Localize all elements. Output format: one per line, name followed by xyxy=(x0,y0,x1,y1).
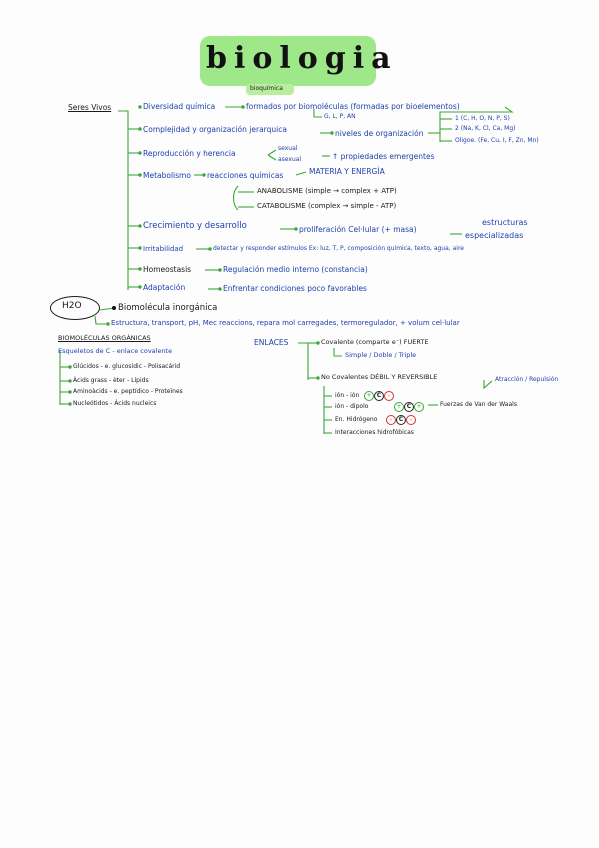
reacciones-quimicas: reacciones químicas xyxy=(207,171,284,180)
esqueletos-carbono: Esqueletos de C - enlace covalente xyxy=(58,347,173,355)
diversidad-quimica: Diversidad química xyxy=(143,102,216,111)
subtitle-highlight xyxy=(246,84,294,95)
enlace-covalente: Covalente (comparte e⁻) FUERTE xyxy=(321,338,429,346)
organica-item-acidos-grasos: Àcids grass - èter - Lípids xyxy=(73,377,149,384)
positive-charge-icon: + xyxy=(394,402,404,412)
page-title: biologia xyxy=(206,41,398,76)
adaptacion: Adaptación xyxy=(143,283,186,292)
elementos-secundarios: 2 (Na, K, Cl, Ca, Mg) xyxy=(455,125,516,132)
organica-item-aminoacidos: Aminoàcids - e. peptídico - Proteïnes xyxy=(73,388,183,395)
organica-item-nucleotidos: Nucleótidos - Àcids nucleics xyxy=(73,400,157,407)
positive-charge-icon: + xyxy=(414,402,424,412)
reproduccion-herencia: Reproducción y herencia xyxy=(143,149,236,158)
oligoelementos: Oligoe. (Fe, Cu, I, F, Zn, Mn) xyxy=(455,137,539,144)
enlace-hidrogeno: En. Hidrógeno xyxy=(335,416,378,423)
h2o-oval xyxy=(50,296,100,320)
formados-biomoleculas: formados por biomoléculas (formadas por … xyxy=(246,102,460,111)
catabolisme: CATABOLISME (complex → simple - ATP) xyxy=(257,202,397,210)
h2o-funciones: Estructura, transport, pH, Mec reaccions… xyxy=(111,319,460,327)
ion-dipolo: ión - dipolo xyxy=(335,403,369,410)
enlaces-label: ENLACES xyxy=(254,338,289,347)
enlace-tipos: Simple / Doble / Triple xyxy=(345,351,417,359)
biomolecula-inorganica: Biomolécula inorgánica xyxy=(118,303,218,313)
h2o-label: H2O xyxy=(62,301,82,311)
positive-charge-icon: + xyxy=(364,391,374,401)
complejidad-organizacion: Complejidad y organización jerarquica xyxy=(143,125,287,134)
title-highlight xyxy=(200,36,376,86)
materia-energia: MATERIA Y ENERGÍA xyxy=(309,167,385,176)
biomoleculas-organicas-heading: BIOMOLÉCULAS ORGÁNICAS xyxy=(58,334,151,342)
fuerzas-van-der-waals: Fuerzas de Van der Waals xyxy=(440,401,517,408)
elementos-primarios: 1 (C, H, O, N, P, S) xyxy=(455,115,510,122)
crecimiento-desarrollo: Crecimiento y desarrollo xyxy=(143,221,247,231)
seres-vivos-spine xyxy=(118,110,129,290)
propiedades-emergentes: ↑ propiedades emergentes xyxy=(332,152,435,161)
reproduccion-asexual: asexual xyxy=(278,156,302,163)
anabolisme: ANABOLISME (simple → complex + ATP) xyxy=(257,187,397,195)
atraccion-repulsion: Atracción / Repulsión xyxy=(495,376,559,383)
interacciones-hidrofobicas: Interacciones hidrofóbicas xyxy=(335,429,414,436)
negative-charge-icon: - xyxy=(406,415,416,425)
ion-ion: ión - ión xyxy=(335,392,360,399)
niveles-organizacion: niveles de organización xyxy=(335,129,424,138)
gcpn-label: G, L, P, AN xyxy=(324,113,356,120)
regulacion-medio-interno: Regulación medio interno (constancia) xyxy=(223,265,368,274)
organica-item-glucidos: Glúcidos - e. glucosídic - Polisacárid xyxy=(73,363,181,370)
homeostasis: Homeostasis xyxy=(143,265,192,274)
detectar-estimulos: detectar y responder estímulos Ex: luz, … xyxy=(213,245,464,252)
negative-charge-icon: - xyxy=(386,415,396,425)
reproduccion-sexual: sexual xyxy=(278,145,298,152)
irritabilidad: Irritabilidad xyxy=(143,245,184,253)
enlaces-no-covalentes: No Covalentes DÉBIL Y REVERSIBLE xyxy=(321,373,438,381)
carbon-icon: C xyxy=(396,415,406,425)
metabolismo: Metabolismo xyxy=(143,171,191,180)
proliferacion-celular: proliferación Cel·lular (+ masa) xyxy=(299,225,417,234)
arrow-dots xyxy=(68,105,334,406)
page-subtitle: bioquímica xyxy=(250,85,283,92)
estructuras: estructuras xyxy=(482,218,528,227)
enfrentar-condiciones: Enfrentar condiciones poco favorables xyxy=(223,284,367,293)
negative-charge-icon: - xyxy=(384,391,394,401)
carbon-icon: C xyxy=(404,402,414,412)
especializadas: especializadas xyxy=(465,231,524,240)
carbon-icon: C xyxy=(374,391,384,401)
seres-vivos-label: Seres Vivos xyxy=(68,103,112,112)
